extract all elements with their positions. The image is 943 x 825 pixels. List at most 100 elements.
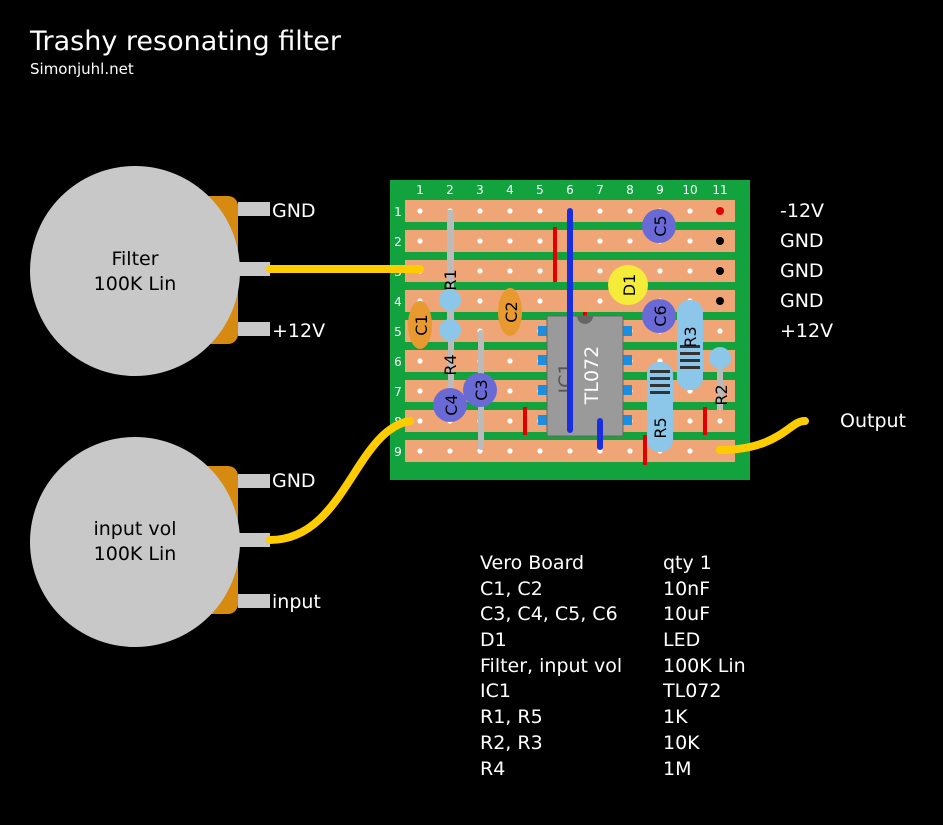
bom-value: 10nF bbox=[663, 577, 711, 600]
track-cut bbox=[553, 227, 557, 282]
r3-band bbox=[680, 366, 700, 369]
ic-pin bbox=[538, 385, 548, 395]
row-number: 1 bbox=[394, 205, 402, 219]
c6-body bbox=[642, 299, 676, 333]
r3-band bbox=[680, 359, 700, 362]
r4-label: R4 bbox=[441, 354, 460, 375]
board-hole bbox=[657, 268, 663, 274]
resistor-r4: R4 bbox=[439, 319, 461, 376]
ic-pin bbox=[622, 326, 632, 336]
bom-value: 1M bbox=[663, 757, 692, 780]
ic-pin bbox=[538, 415, 548, 425]
c6-label: C6 bbox=[651, 305, 670, 326]
board-hole bbox=[687, 238, 693, 244]
bom-item: R1, R5 bbox=[480, 706, 543, 729]
d1-label: D1 bbox=[620, 274, 639, 297]
site-credit: Simonjuhl.net bbox=[30, 60, 134, 78]
column-number: 3 bbox=[476, 183, 484, 197]
power-label-minus12v: -12V bbox=[780, 200, 825, 222]
c5-body bbox=[642, 209, 676, 243]
c2-label: C2 bbox=[502, 301, 521, 322]
bom-value: qty 1 bbox=[663, 552, 712, 574]
board-hole bbox=[687, 268, 693, 274]
bom-row: R1, R5 1K bbox=[480, 705, 746, 731]
board-hole bbox=[537, 298, 543, 304]
ic-pin bbox=[538, 355, 548, 365]
bom-value: 10K bbox=[663, 731, 700, 754]
capacitor-c3: C3 bbox=[463, 373, 497, 407]
pin-gnd bbox=[716, 267, 724, 275]
led-d1: D1 bbox=[608, 265, 648, 305]
d1-body bbox=[608, 265, 648, 305]
capacitor-c2: C2 bbox=[498, 288, 522, 336]
column-number: 10 bbox=[682, 183, 697, 197]
column-number: 11 bbox=[712, 183, 727, 197]
ic-notch bbox=[577, 316, 593, 324]
board-hole bbox=[627, 208, 633, 214]
track-cut bbox=[523, 407, 527, 435]
power-label-gnd: GND bbox=[780, 230, 824, 252]
board-hole bbox=[507, 268, 513, 274]
pin-minus12v bbox=[716, 207, 724, 215]
board-hole bbox=[477, 238, 483, 244]
board-hole bbox=[417, 208, 423, 214]
board-hole bbox=[417, 238, 423, 244]
c3-label: C3 bbox=[472, 379, 491, 400]
jumper-wire bbox=[597, 418, 603, 450]
ic-type-label: TL072 bbox=[581, 346, 603, 405]
r2-lead bbox=[717, 355, 723, 410]
filter-pot-lug-3 bbox=[238, 322, 270, 336]
r3-band bbox=[680, 352, 700, 355]
board-hole bbox=[537, 268, 543, 274]
board-hole bbox=[447, 448, 453, 454]
r4-body bbox=[439, 319, 461, 341]
r2-body bbox=[709, 347, 731, 369]
r3-label: R3 bbox=[681, 326, 700, 347]
column-number: 9 bbox=[656, 183, 664, 197]
bom-item: Filter, input vol bbox=[480, 654, 623, 677]
input-pot-knob bbox=[30, 437, 240, 647]
c2-body bbox=[498, 288, 522, 336]
board-hole bbox=[507, 388, 513, 394]
power-label-gnd: GND bbox=[780, 290, 824, 312]
board-hole bbox=[507, 448, 513, 454]
board-hole bbox=[717, 328, 723, 334]
r3-band bbox=[680, 345, 700, 348]
bom-value: 1K bbox=[663, 706, 688, 729]
track-cut bbox=[703, 407, 707, 435]
capacitor-c4: C4 bbox=[433, 388, 467, 422]
r5-band bbox=[650, 377, 670, 380]
board-hole bbox=[477, 208, 483, 214]
r5-band bbox=[650, 384, 670, 387]
bom-item: IC1 bbox=[480, 680, 511, 703]
ic1-tl072: IC1 TL072 bbox=[538, 315, 632, 437]
column-number: 6 bbox=[566, 183, 574, 197]
bom-item: R4 bbox=[480, 757, 506, 780]
board-hole bbox=[717, 418, 723, 424]
filter-pot-name: Filter bbox=[111, 248, 158, 270]
capacitor-c6: C6 bbox=[642, 299, 676, 333]
power-label-plus12v: +12V bbox=[780, 320, 834, 342]
input-pot-value: 100K Lin bbox=[94, 543, 177, 565]
resistor-r5: R5 bbox=[647, 362, 673, 452]
board-hole bbox=[537, 448, 543, 454]
board-hole bbox=[477, 268, 483, 274]
column-number: 4 bbox=[506, 183, 514, 197]
board-hole bbox=[417, 388, 423, 394]
r2-label: R2 bbox=[712, 384, 731, 405]
column-number: 1 bbox=[416, 183, 424, 197]
row-number: 5 bbox=[394, 325, 402, 339]
input-pot-input-label: input bbox=[272, 591, 321, 613]
board-hole bbox=[507, 358, 513, 364]
filter-pot: Filter 100K Lin bbox=[30, 166, 270, 376]
filter-pot-lug-1 bbox=[238, 202, 270, 216]
diagram-title: Trashy resonating filter bbox=[30, 26, 342, 57]
bom-item: Vero Board bbox=[480, 552, 585, 574]
